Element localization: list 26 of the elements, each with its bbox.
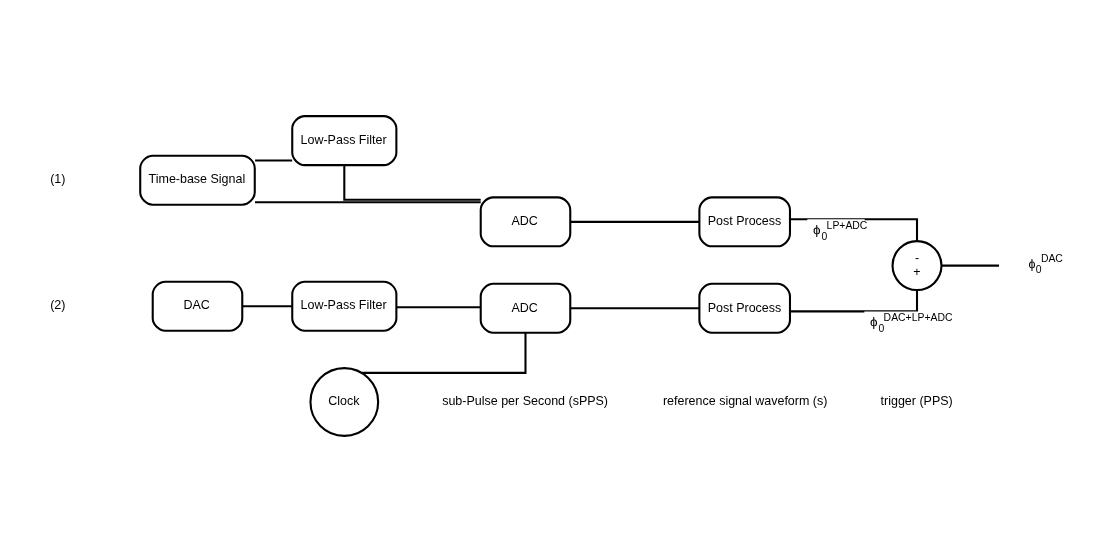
connector [255,201,481,204]
node-box: ADC [479,282,572,334]
connector [396,306,481,309]
node-box: Time-base Signal [139,154,256,206]
node-circle: - + [891,240,943,292]
node-box: DAC [151,280,244,332]
connector [361,333,527,374]
connector [255,159,293,162]
connector [790,290,919,313]
node-box: Low-Pass Filter [291,115,398,167]
label: (2) [50,298,66,313]
node-box: Post Process [698,282,791,334]
legend-label: sub-Pulse per Second (sPPS) [442,394,609,409]
connector [941,264,1000,267]
node-box: ADC [479,196,572,248]
connector [242,305,292,308]
node-box: Low-Pass Filter [291,280,398,332]
legend-label: reference signal waveform (s) [662,394,828,409]
label: (1) [50,172,66,187]
legend-label: trigger (PPS) [880,394,953,409]
connector [343,165,481,201]
connector [570,307,700,310]
node-circle: Clock [309,367,380,437]
connector [570,220,700,223]
node-box: Post Process [698,196,791,248]
connector [790,218,919,242]
